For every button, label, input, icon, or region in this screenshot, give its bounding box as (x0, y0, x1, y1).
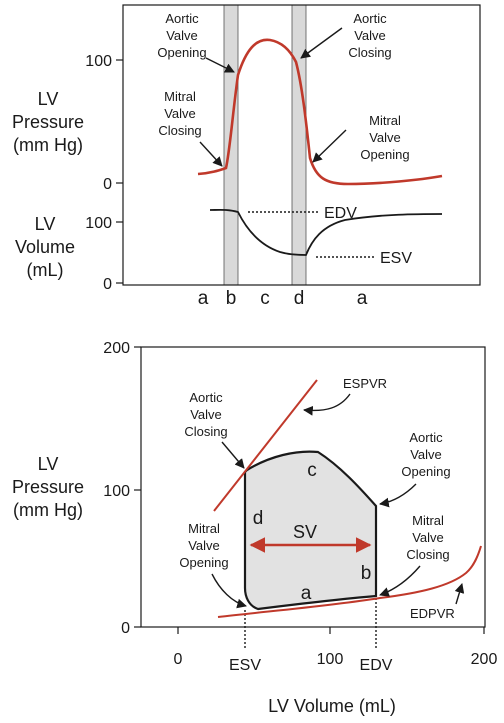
top-volume-axis-label: LV Volume (mL) (15, 214, 75, 280)
top-aortic-opening-label: Aortic Valve Opening (157, 11, 206, 60)
bottom-aortic-opening-arrow (379, 483, 417, 508)
volume-tick-100: 100 (85, 215, 112, 232)
bottom-aortic-opening-label: Aortic Valve Opening (401, 430, 450, 479)
svg-text:Mitral: Mitral (412, 513, 444, 528)
bottom-panel: 200 100 0 0 100 200 LV Pressure (mm Hg) … (12, 340, 497, 716)
svg-text:Closing: Closing (348, 45, 391, 60)
svg-text:Valve: Valve (354, 28, 386, 43)
edpvr-label: EDPVR (410, 606, 455, 621)
top-panel: 100 0 100 0 LV Pressure (mm Hg) LV Volum… (12, 4, 481, 309)
svg-text:Opening: Opening (401, 464, 450, 479)
phase-label-a1: a (198, 288, 209, 309)
svg-text:Aortic: Aortic (409, 430, 443, 445)
svg-text:Volume: Volume (15, 237, 75, 257)
svg-text:Valve: Valve (410, 447, 442, 462)
top-aortic-closing-arrow (300, 27, 343, 59)
phase-label-b: b (226, 288, 237, 309)
svg-text:Valve: Valve (369, 130, 401, 145)
svg-text:(mm Hg): (mm Hg) (13, 135, 83, 155)
phase-label-c: c (260, 288, 270, 309)
x-tick-0: 0 (174, 651, 183, 668)
svg-text:Aortic: Aortic (165, 11, 199, 26)
svg-text:Mitral: Mitral (369, 113, 401, 128)
svg-text:Valve: Valve (412, 530, 444, 545)
svg-text:LV: LV (38, 454, 59, 474)
espvr-arrow (303, 393, 351, 416)
svg-text:Valve: Valve (190, 407, 222, 422)
loop-phase-b: b (361, 563, 372, 584)
top-mitral-closing-label: Mitral Valve Closing (158, 89, 201, 138)
edv-marker-label: EDV (360, 657, 393, 674)
espvr-label: ESPVR (343, 376, 387, 391)
x-tick-200: 200 (471, 651, 498, 668)
bottom-mitral-opening-arrow (211, 573, 247, 609)
esv-label: ESV (380, 250, 412, 267)
pv-loop (243, 450, 378, 611)
bottom-mitral-opening-label: Mitral Valve Opening (179, 521, 228, 570)
y-tick-100: 100 (103, 483, 130, 500)
bottom-mitral-closing-label: Mitral Valve Closing (406, 513, 449, 562)
svg-text:Closing: Closing (184, 424, 227, 439)
phase-label-d: d (294, 288, 305, 309)
svg-text:Valve: Valve (164, 106, 196, 121)
svg-text:Valve: Valve (188, 538, 220, 553)
edpvr-arrow (454, 583, 465, 605)
phase-band-d (291, 4, 307, 286)
svg-text:Opening: Opening (157, 45, 206, 60)
pressure-tick-0: 0 (103, 176, 112, 193)
y-tick-0: 0 (121, 620, 130, 637)
top-aortic-closing-label: Aortic Valve Closing (348, 11, 391, 60)
svg-text:Aortic: Aortic (353, 11, 387, 26)
edpvr-curve (217, 545, 482, 618)
phase-label-a2: a (357, 288, 368, 309)
bottom-aortic-closing-arrow (221, 441, 245, 469)
top-mitral-closing-arrow (199, 141, 223, 167)
svg-text:Opening: Opening (360, 147, 409, 162)
svg-text:Mitral: Mitral (188, 521, 220, 536)
svg-text:Pressure: Pressure (12, 477, 84, 497)
svg-text:Mitral: Mitral (164, 89, 196, 104)
phase-band-b (223, 4, 239, 286)
svg-text:Closing: Closing (406, 547, 449, 562)
svg-text:Closing: Closing (158, 123, 201, 138)
svg-text:Opening: Opening (179, 555, 228, 570)
espvr-line (213, 379, 318, 512)
svg-text:Aortic: Aortic (189, 390, 223, 405)
svg-text:(mm Hg): (mm Hg) (13, 500, 83, 520)
bottom-mitral-closing-arrow (379, 565, 421, 597)
esv-marker-label: ESV (229, 657, 261, 674)
top-aortic-opening-arrow (205, 57, 235, 73)
y-tick-200: 200 (103, 340, 130, 357)
top-mitral-opening-arrow (312, 129, 347, 163)
lv-volume-curve (209, 208, 443, 256)
top-pressure-axis-label: LV Pressure (mm Hg) (12, 89, 84, 155)
loop-phase-d: d (253, 508, 264, 529)
bottom-y-axis-label: LV Pressure (mm Hg) (12, 454, 84, 520)
bottom-x-axis-label: LV Volume (mL) (268, 696, 396, 716)
svg-text:Valve: Valve (166, 28, 198, 43)
loop-phase-a: a (301, 583, 312, 604)
top-panel-frame (122, 4, 481, 286)
top-mitral-opening-label: Mitral Valve Opening (360, 113, 409, 162)
sv-label: SV (293, 522, 317, 542)
svg-text:(mL): (mL) (27, 260, 64, 280)
lv-pressure-curve (197, 38, 443, 186)
svg-text:LV: LV (35, 214, 56, 234)
svg-text:LV: LV (38, 89, 59, 109)
bottom-panel-frame (140, 346, 486, 628)
bottom-aortic-closing-label: Aortic Valve Closing (184, 390, 227, 439)
volume-tick-0: 0 (103, 276, 112, 293)
loop-phase-c: c (307, 460, 317, 481)
pressure-tick-100: 100 (85, 53, 112, 70)
x-tick-100: 100 (317, 651, 344, 668)
edv-label: EDV (324, 205, 357, 222)
svg-text:Pressure: Pressure (12, 112, 84, 132)
